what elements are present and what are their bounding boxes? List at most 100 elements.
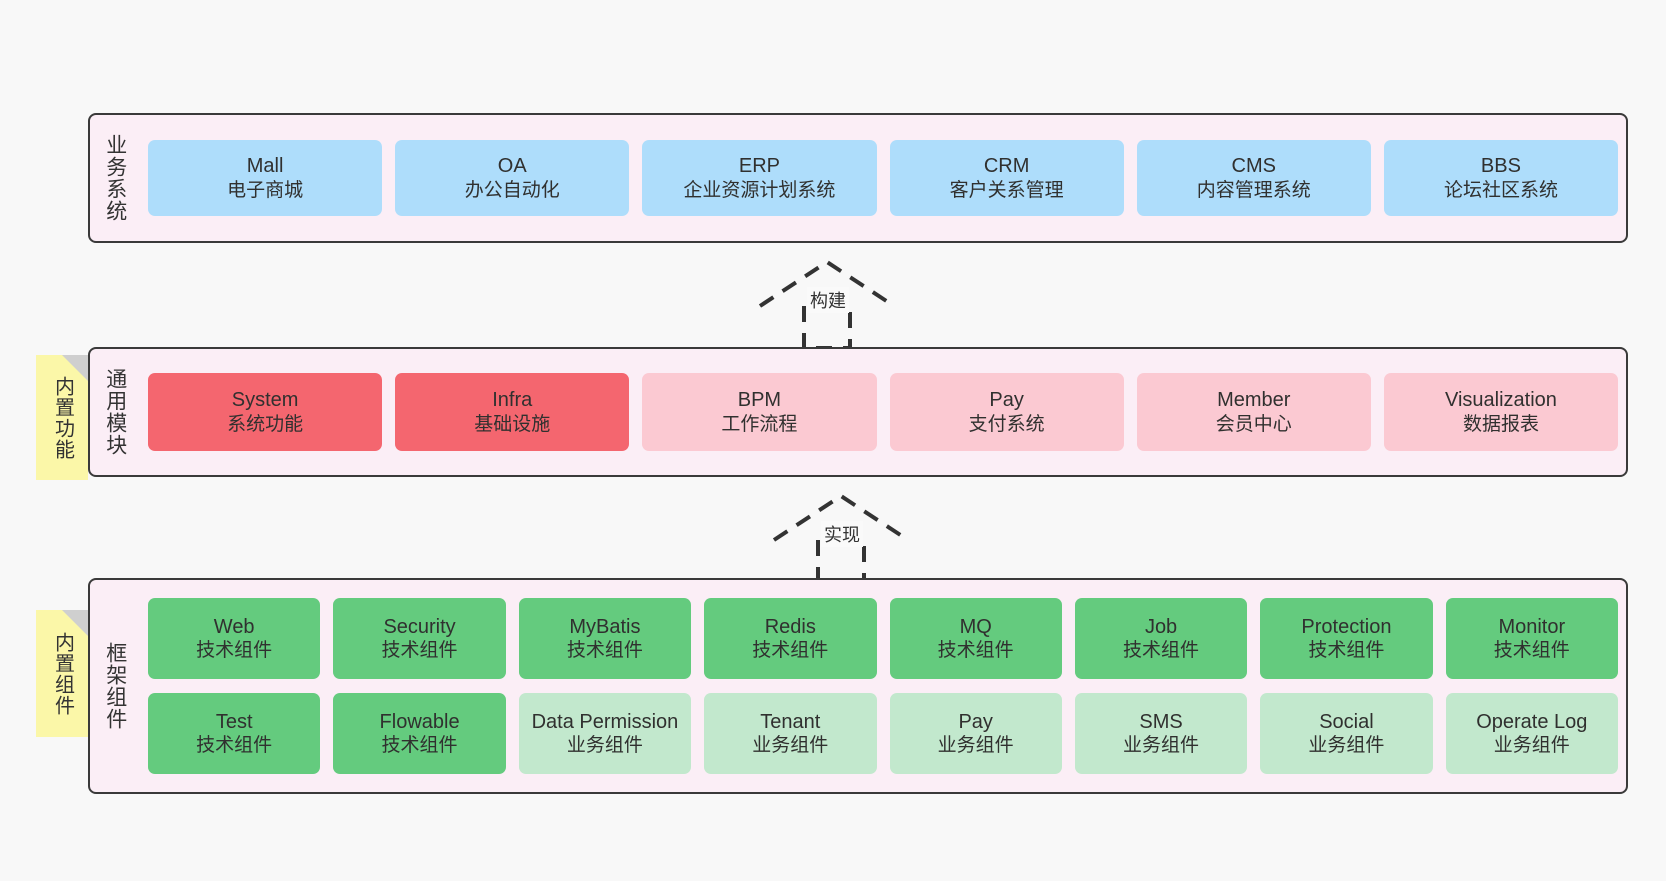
card-subtitle: 技术组件 [1123, 640, 1200, 662]
card-title: Visualization [1444, 389, 1557, 412]
card-subtitle: 数据报表 [1462, 413, 1539, 435]
card-subtitle: 企业资源计划系统 [683, 179, 836, 201]
card-subtitle: 技术组件 [937, 640, 1014, 662]
card-title: SMS [1139, 710, 1183, 733]
folded-corner-icon [62, 610, 88, 636]
card-title: Tenant [760, 710, 821, 733]
card-subtitle: 论坛社区系统 [1443, 179, 1558, 201]
card-subtitle: 技术组件 [196, 640, 273, 662]
card-subtitle: 工作流程 [721, 413, 798, 435]
card-title: BPM [737, 389, 782, 412]
card-title: Job [1144, 615, 1178, 638]
card-title: MQ [959, 615, 992, 638]
card-subtitle: 客户关系管理 [949, 179, 1064, 201]
card-subtitle: 基础设施 [474, 413, 551, 435]
card-subtitle: 电子商城 [227, 179, 304, 201]
card-subtitle: 技术组件 [1493, 640, 1570, 662]
card-title: Test [215, 710, 253, 733]
card-subtitle: 内容管理系统 [1196, 179, 1311, 201]
card-subtitle: 业务组件 [752, 735, 829, 757]
card-subtitle: 业务组件 [1123, 735, 1200, 757]
card-title: Infra [492, 389, 533, 412]
card-title: Social [1319, 710, 1374, 733]
sticky-note-builtin-component: 内置组件 [36, 610, 88, 737]
card-title: Pay [989, 389, 1024, 412]
connector-implement: 实现 [772, 492, 912, 584]
card-title: Member [1217, 389, 1291, 412]
connector-build-label: 构建 [807, 287, 849, 313]
card-subtitle: 支付系统 [968, 413, 1045, 435]
card-subtitle: 技术组件 [566, 640, 643, 662]
card-subtitle: 系统功能 [227, 413, 304, 435]
card-subtitle: 技术组件 [1308, 640, 1385, 662]
sticky-note-builtin-component-label: 内置组件 [51, 631, 74, 716]
card-subtitle: 业务组件 [566, 735, 643, 757]
framework-component-layer-title: 框架组件 [103, 642, 127, 730]
card-title: Mall [246, 155, 284, 178]
card-title: OA [497, 155, 527, 178]
card-subtitle: 技术组件 [752, 640, 829, 662]
card-title: Security [383, 615, 456, 638]
card-title: Data Permission [531, 710, 679, 733]
card-title: Web [213, 615, 255, 638]
connector-implement-label: 实现 [821, 521, 863, 547]
card-title: Pay [958, 710, 993, 733]
card-title: MyBatis [569, 615, 641, 638]
business-system-layer-title: 业务系统 [103, 134, 127, 222]
folded-corner-icon [62, 355, 88, 381]
common-module-layer-title: 通用模块 [103, 368, 127, 456]
card-title: Flowable [379, 710, 460, 733]
card-subtitle: 技术组件 [381, 640, 458, 662]
card-title: CRM [983, 155, 1030, 178]
card-title: Redis [764, 615, 816, 638]
card-title: System [231, 389, 299, 412]
card-title: CMS [1231, 155, 1276, 178]
card-subtitle: 业务组件 [937, 735, 1014, 757]
card-subtitle: 技术组件 [196, 735, 273, 757]
card-title: BBS [1480, 155, 1521, 178]
card-subtitle: 会员中心 [1215, 413, 1292, 435]
sticky-note-builtin-function-label: 内置功能 [51, 375, 74, 460]
connector-build: 构建 [758, 258, 898, 350]
card-subtitle: 业务组件 [1493, 735, 1570, 757]
card-subtitle: 办公自动化 [464, 179, 560, 201]
